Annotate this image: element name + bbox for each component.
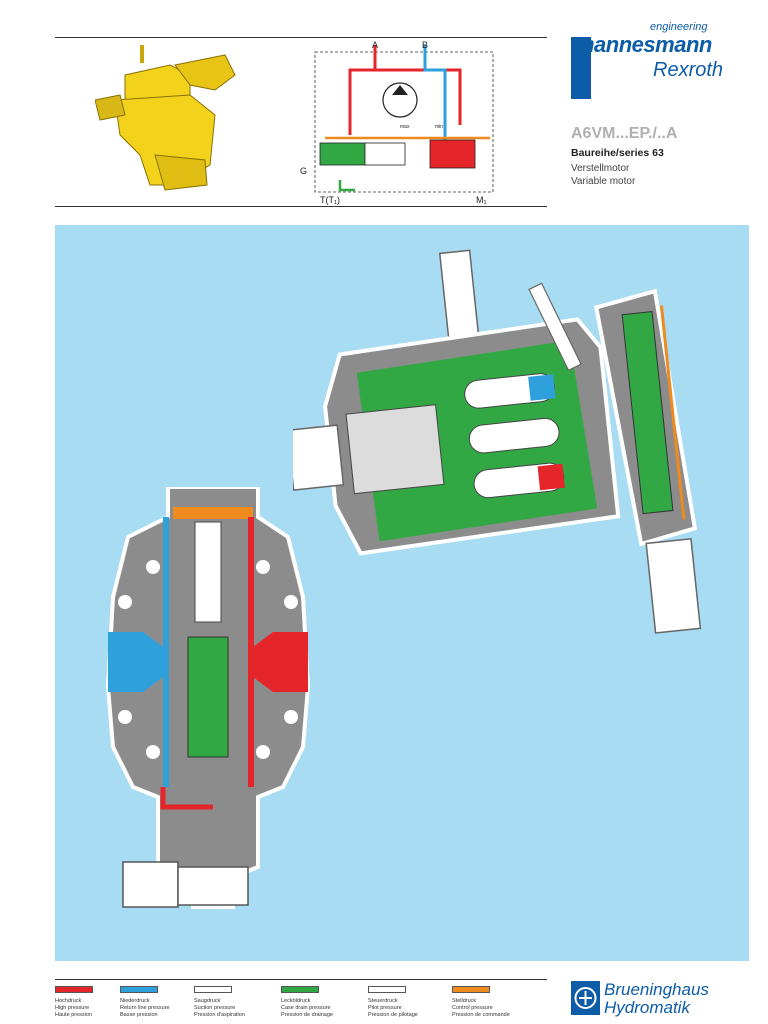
bolt-hole bbox=[284, 595, 298, 609]
bolt-hole bbox=[118, 710, 132, 724]
legend-text-de: Steuerdruck bbox=[368, 998, 398, 1004]
legend-text-de: Saugdruck bbox=[194, 998, 221, 1004]
high-pressure-line-2 bbox=[375, 68, 462, 125]
control-pressure-line bbox=[659, 305, 686, 520]
legend-text-fr: Haute pression bbox=[55, 1012, 92, 1018]
output-shaft bbox=[293, 424, 345, 491]
legend-text-en: Suction pressure bbox=[194, 1005, 236, 1011]
footer-rule bbox=[55, 979, 547, 980]
legend-swatch bbox=[55, 986, 93, 993]
legend-text-fr: Basse pression bbox=[120, 1012, 158, 1018]
hydraulic-schematic: A B G T(T₁) M₁ max min bbox=[300, 40, 494, 205]
motor-direction-icon bbox=[392, 85, 408, 95]
legend-text-en: Case drain pressure bbox=[281, 1005, 331, 1011]
proportional-solenoid bbox=[645, 537, 702, 634]
port-t-label: T(T₁) bbox=[320, 195, 340, 205]
solenoid-body bbox=[177, 866, 249, 906]
schematic-frame bbox=[314, 51, 494, 193]
control-valve bbox=[319, 142, 366, 166]
legend-text-en: High pressure bbox=[55, 1005, 90, 1011]
legend-text-en: Pilot pressure bbox=[368, 1005, 402, 1011]
legend-text-de: Hochdruck bbox=[55, 998, 82, 1004]
sensor-stem bbox=[438, 249, 480, 344]
min-label: min bbox=[435, 124, 443, 130]
motor-illustration bbox=[95, 45, 236, 191]
legend-text-de: Niederdruck bbox=[120, 998, 150, 1004]
legend-text-de: Lecköldruck bbox=[281, 998, 311, 1004]
cutaway-panel bbox=[55, 225, 749, 961]
header-top-rule bbox=[55, 37, 547, 38]
motor-cutaway bbox=[293, 249, 702, 634]
motor-base bbox=[154, 154, 208, 191]
legend-text-fr: Pression d'aspiration bbox=[194, 1012, 245, 1018]
bolt-hole bbox=[284, 710, 298, 724]
logo-engineering: engineering bbox=[650, 21, 708, 33]
control-piston bbox=[429, 139, 476, 169]
legend-swatch bbox=[452, 986, 490, 993]
header-bottom-rule bbox=[55, 206, 547, 207]
subtitle-en: Variable motor bbox=[571, 176, 636, 187]
port-m-label: M₁ bbox=[476, 195, 487, 205]
motor-symbol bbox=[382, 82, 418, 118]
piston-upper-low-pressure bbox=[528, 374, 556, 401]
legend-control-pressure: Stelldruck Control pressure Pression de … bbox=[452, 986, 542, 1019]
solenoid-connector bbox=[122, 861, 179, 908]
max-label: max bbox=[400, 124, 410, 130]
legend-pilot-pressure: Steuerdruck Pilot pressure Pression de p… bbox=[368, 986, 458, 1019]
pilot-bore bbox=[194, 521, 222, 623]
bearing-block bbox=[345, 404, 445, 495]
low-pressure-line bbox=[423, 45, 460, 152]
logo-rexroth: Rexroth bbox=[653, 59, 724, 81]
brand-hydromatik: Hydromatik bbox=[604, 998, 690, 1017]
subtitle-de: Verstellmotor bbox=[571, 163, 630, 174]
brueninghaus-logo-mark bbox=[571, 981, 600, 1015]
legend-text-en: Return line pressure bbox=[120, 1005, 170, 1011]
spring-chamber bbox=[364, 142, 406, 166]
logo-mannesmann: mannesmann bbox=[575, 32, 712, 57]
low-pressure-channel bbox=[163, 517, 169, 787]
bolt-hole bbox=[256, 745, 270, 759]
piston-lower-high-pressure bbox=[537, 463, 565, 491]
legend-suction-pressure: Saugdruck Suction pressure Pression d'as… bbox=[194, 986, 284, 1019]
port-a-label: A bbox=[372, 40, 378, 50]
brand-brueninghaus: Brueninghaus bbox=[604, 980, 709, 999]
motor-shaft bbox=[95, 94, 126, 121]
motor-fitting bbox=[140, 45, 144, 63]
motor-valve bbox=[174, 54, 236, 91]
legend-text-en: Control pressure bbox=[452, 1005, 493, 1011]
legend-text-fr: Pression de commande bbox=[452, 1012, 510, 1018]
bolt-hole bbox=[256, 560, 270, 574]
stop-screw bbox=[528, 282, 582, 372]
low-pressure-port bbox=[108, 632, 163, 692]
high-pressure-channel bbox=[248, 517, 254, 787]
bolt-hole bbox=[146, 560, 160, 574]
legend-text-fr: Pression de pilotage bbox=[368, 1012, 418, 1018]
legend-swatch bbox=[281, 986, 319, 993]
bolt-hole bbox=[118, 595, 132, 609]
motor-end-view bbox=[105, 487, 311, 909]
leak-chamber bbox=[187, 636, 229, 758]
legend-text-de: Stelldruck bbox=[452, 998, 477, 1004]
legend-high-pressure: Hochdruck High pressure Haute pression bbox=[55, 986, 145, 1019]
legend-text-fr: Pression de drainage bbox=[281, 1012, 333, 1018]
mannesmann-logo-mark bbox=[571, 37, 591, 99]
port-g-label: G bbox=[300, 166, 307, 176]
legend-return-pressure: Niederdruck Return line pressure Basse p… bbox=[120, 986, 210, 1019]
bolt-hole bbox=[146, 745, 160, 759]
legend-swatch bbox=[368, 986, 406, 993]
legend-case-drain-pressure: Lecköldruck Case drain pressure Pression… bbox=[281, 986, 371, 1019]
model-title: A6VM...EP./..A bbox=[571, 125, 678, 142]
high-pressure-line bbox=[348, 45, 377, 135]
series-label: Baureihe/series 63 bbox=[571, 147, 664, 159]
control-spool-chamber bbox=[621, 311, 674, 515]
legend-swatch bbox=[120, 986, 158, 993]
control-pressure-channel bbox=[173, 507, 253, 519]
brueninghaus-emblem-icon bbox=[574, 987, 597, 1009]
port-b-label: B bbox=[422, 40, 428, 50]
piston-middle bbox=[468, 417, 560, 454]
high-pressure-port bbox=[253, 632, 308, 692]
leak-line bbox=[338, 180, 355, 192]
high-pressure-feed bbox=[160, 787, 213, 810]
legend-swatch bbox=[194, 986, 232, 993]
